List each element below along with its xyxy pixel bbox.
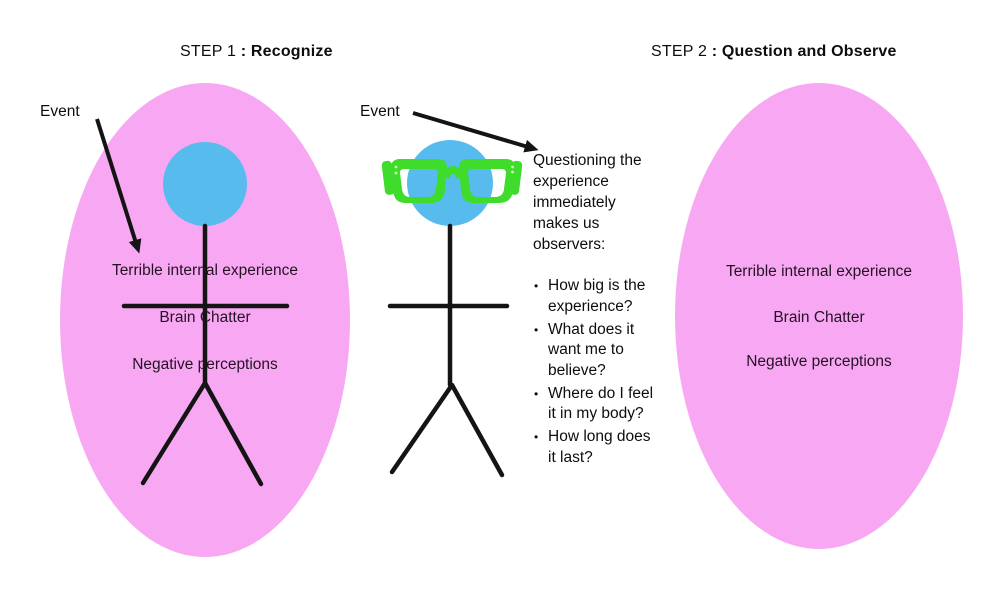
step2-name: : Question and Observe [707, 43, 897, 60]
stick-figure-middle [381, 140, 523, 478]
note-line: Questioning the [533, 152, 642, 169]
right-ellipse-item: Terrible internal experience [725, 263, 913, 280]
bullet-item: What does it want me to believe? [533, 320, 698, 382]
event-label-left: Event [40, 103, 80, 120]
question-bullet-list: How big is the experience? What does it … [533, 276, 698, 471]
left-ellipse-item: Terrible internal experience [111, 262, 299, 279]
note-line: experience [533, 173, 609, 190]
left-ellipse-item: Brain Chatter [159, 309, 251, 326]
glasses-icon [381, 159, 523, 203]
stick-figure-left [121, 142, 290, 487]
note-line: observers: [533, 236, 606, 253]
step1-label: STEP 1 [180, 43, 237, 60]
event-arrow-left [95, 118, 142, 254]
bullet-item: How long does it last? [533, 427, 698, 468]
note-line: makes us [533, 215, 600, 232]
step1-name: : Recognize [236, 43, 333, 60]
bullet-item: Where do I feel it in my body? [533, 384, 698, 425]
event-arrow-middle [412, 111, 539, 153]
step2-label: STEP 2 [651, 43, 708, 60]
note-line: immediately [533, 194, 616, 211]
bullet-item: How big is the experience? [533, 276, 698, 317]
right-ellipse-item: Negative perceptions [746, 353, 892, 370]
head-icon [163, 142, 247, 226]
step1-title: STEP 1 : Recognize [180, 42, 333, 61]
right-ellipse-item: Brain Chatter [773, 309, 865, 326]
left-ellipse-item: Negative perceptions [132, 356, 278, 373]
questioning-note: Questioning the experience immediately m… [533, 150, 693, 255]
step2-title: STEP 2 : Question and Observe [651, 42, 897, 61]
step2-ellipse [675, 83, 963, 549]
head-icon [407, 140, 493, 226]
event-label-middle: Event [360, 103, 400, 120]
